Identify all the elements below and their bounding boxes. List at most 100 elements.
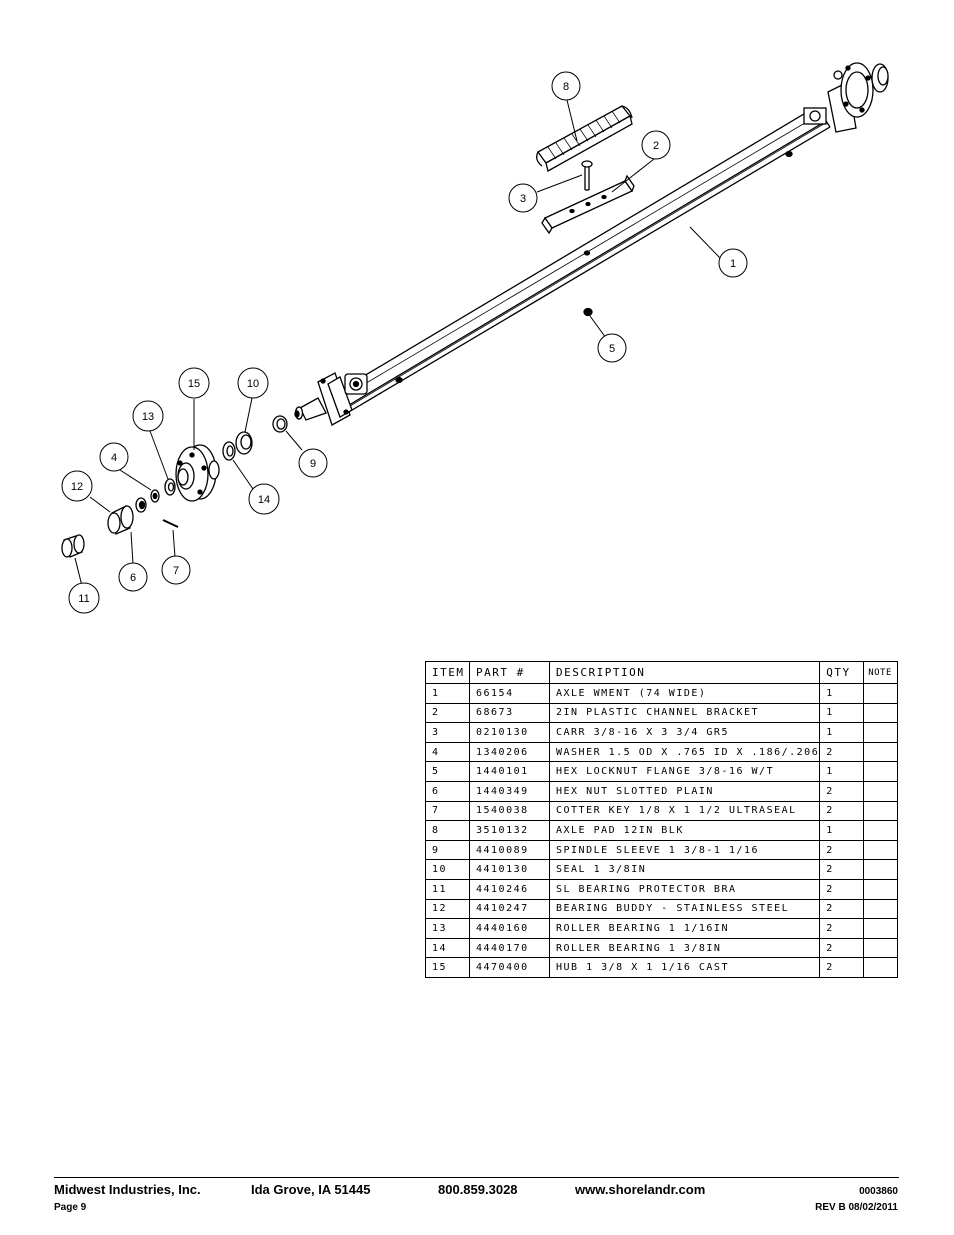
header-item: ITEM <box>425 661 470 684</box>
cell-item: 6 <box>425 780 470 802</box>
axle-pad <box>536 105 633 172</box>
footer-page-number: Page 9 <box>54 1202 87 1213</box>
footer-website: www.shorelandr.com <box>575 1182 706 1197</box>
cell-description: WASHER 1.5 OD X .765 ID X .186/.206 <box>548 741 821 763</box>
svg-text:5: 5 <box>609 343 615 355</box>
footer-phone: 800.859.3028 <box>438 1182 518 1197</box>
callout-item-8: 8 <box>551 71 581 101</box>
cell-note <box>863 918 899 939</box>
header-description: DESCRIPTION <box>548 661 821 684</box>
cell-description: HEX NUT SLOTTED PLAIN <box>548 780 821 802</box>
cell-description: SEAL 1 3/8IN <box>548 859 821 880</box>
roller-bearing-large <box>222 441 236 461</box>
cell-qty: 2 <box>819 741 865 763</box>
cell-qty: 1 <box>819 683 865 704</box>
carriage-bolt <box>581 160 593 191</box>
svg-text:4: 4 <box>111 452 117 464</box>
spindle-sleeve <box>272 415 288 433</box>
washer <box>150 489 160 503</box>
svg-text:6: 6 <box>130 572 136 584</box>
cell-item: 7 <box>425 800 470 822</box>
cell-item: 8 <box>425 820 470 841</box>
cell-part: 4410089 <box>469 839 550 861</box>
cell-description: 2IN PLASTIC CHANNEL BRACKET <box>548 702 821 724</box>
cell-item: 5 <box>425 761 470 782</box>
cell-note <box>863 702 899 724</box>
svg-text:9: 9 <box>310 458 316 470</box>
cell-part: 4410246 <box>469 878 550 900</box>
cell-note <box>863 761 899 782</box>
cell-qty: 2 <box>819 918 865 939</box>
cell-description: CARR 3/8-16 X 3 3/4 GR5 <box>548 722 821 743</box>
cell-item: 13 <box>425 918 470 939</box>
svg-text:7: 7 <box>173 565 179 577</box>
cell-item: 12 <box>425 898 470 920</box>
header-part-number: PART # <box>469 661 550 684</box>
footer-revision: REV B 08/02/2011 <box>815 1202 898 1213</box>
cell-note <box>863 780 899 802</box>
seal <box>235 431 253 455</box>
cell-qty: 2 <box>819 957 865 978</box>
cell-part: 4440170 <box>469 937 550 959</box>
header-qty: QTY <box>819 661 865 684</box>
cell-qty: 2 <box>819 898 865 920</box>
callout-item-10: 10 <box>237 367 269 399</box>
cell-qty: 1 <box>819 702 865 724</box>
callout-item-12: 12 <box>61 470 93 502</box>
callout-item-1: 1 <box>718 248 748 278</box>
cell-part: 1540038 <box>469 800 550 822</box>
cell-part: 1440349 <box>469 780 550 802</box>
callout-item-6: 6 <box>118 562 148 592</box>
cell-item: 10 <box>425 859 470 880</box>
svg-text:13: 13 <box>142 411 154 423</box>
cell-description: BEARING BUDDY - STAINLESS STEEL <box>548 898 821 920</box>
footer-city: Ida Grove, IA 51445 <box>251 1182 371 1197</box>
bearing-buddy <box>107 505 134 535</box>
left-spindle-end <box>294 372 368 426</box>
cell-note <box>863 741 899 763</box>
cell-qty: 1 <box>819 820 865 841</box>
cell-part: 66154 <box>469 683 550 704</box>
svg-text:8: 8 <box>563 81 569 93</box>
cotter-key <box>162 519 179 528</box>
callout-item-2: 2 <box>641 130 671 160</box>
svg-text:10: 10 <box>247 378 259 390</box>
cell-qty: 1 <box>819 761 865 782</box>
bearing-protector <box>61 534 85 558</box>
callout-item-15: 15 <box>178 367 210 399</box>
cell-part: 68673 <box>469 702 550 724</box>
cell-note <box>863 937 899 959</box>
cell-description: COTTER KEY 1/8 X 1 1/2 ULTRASEAL <box>548 800 821 822</box>
cell-description: HUB 1 3/8 X 1 1/16 CAST <box>548 957 821 978</box>
hub <box>175 444 220 502</box>
header-note: NOTE <box>863 661 899 684</box>
footer-divider <box>54 1177 899 1178</box>
cell-description: ROLLER BEARING 1 3/8IN <box>548 937 821 959</box>
cell-item: 1 <box>425 683 470 704</box>
cell-qty: 2 <box>819 878 865 900</box>
cell-part: 3510132 <box>469 820 550 841</box>
channel-bracket <box>541 174 635 235</box>
locknut <box>583 307 593 317</box>
cell-description: SPINDLE SLEEVE 1 3/8-1 1/16 <box>548 839 821 861</box>
slotted-nut <box>135 497 147 513</box>
cell-note <box>863 820 899 841</box>
cell-part: 1340206 <box>469 741 550 763</box>
cell-part: 0210130 <box>469 722 550 743</box>
cell-item: 9 <box>425 839 470 861</box>
svg-text:1: 1 <box>730 258 736 270</box>
axle-tube <box>330 107 831 417</box>
footer-company: Midwest Industries, Inc. <box>54 1182 201 1197</box>
table-header-row: ITEM PART # DESCRIPTION QTY NOTE <box>425 661 899 684</box>
cell-note <box>863 722 899 743</box>
